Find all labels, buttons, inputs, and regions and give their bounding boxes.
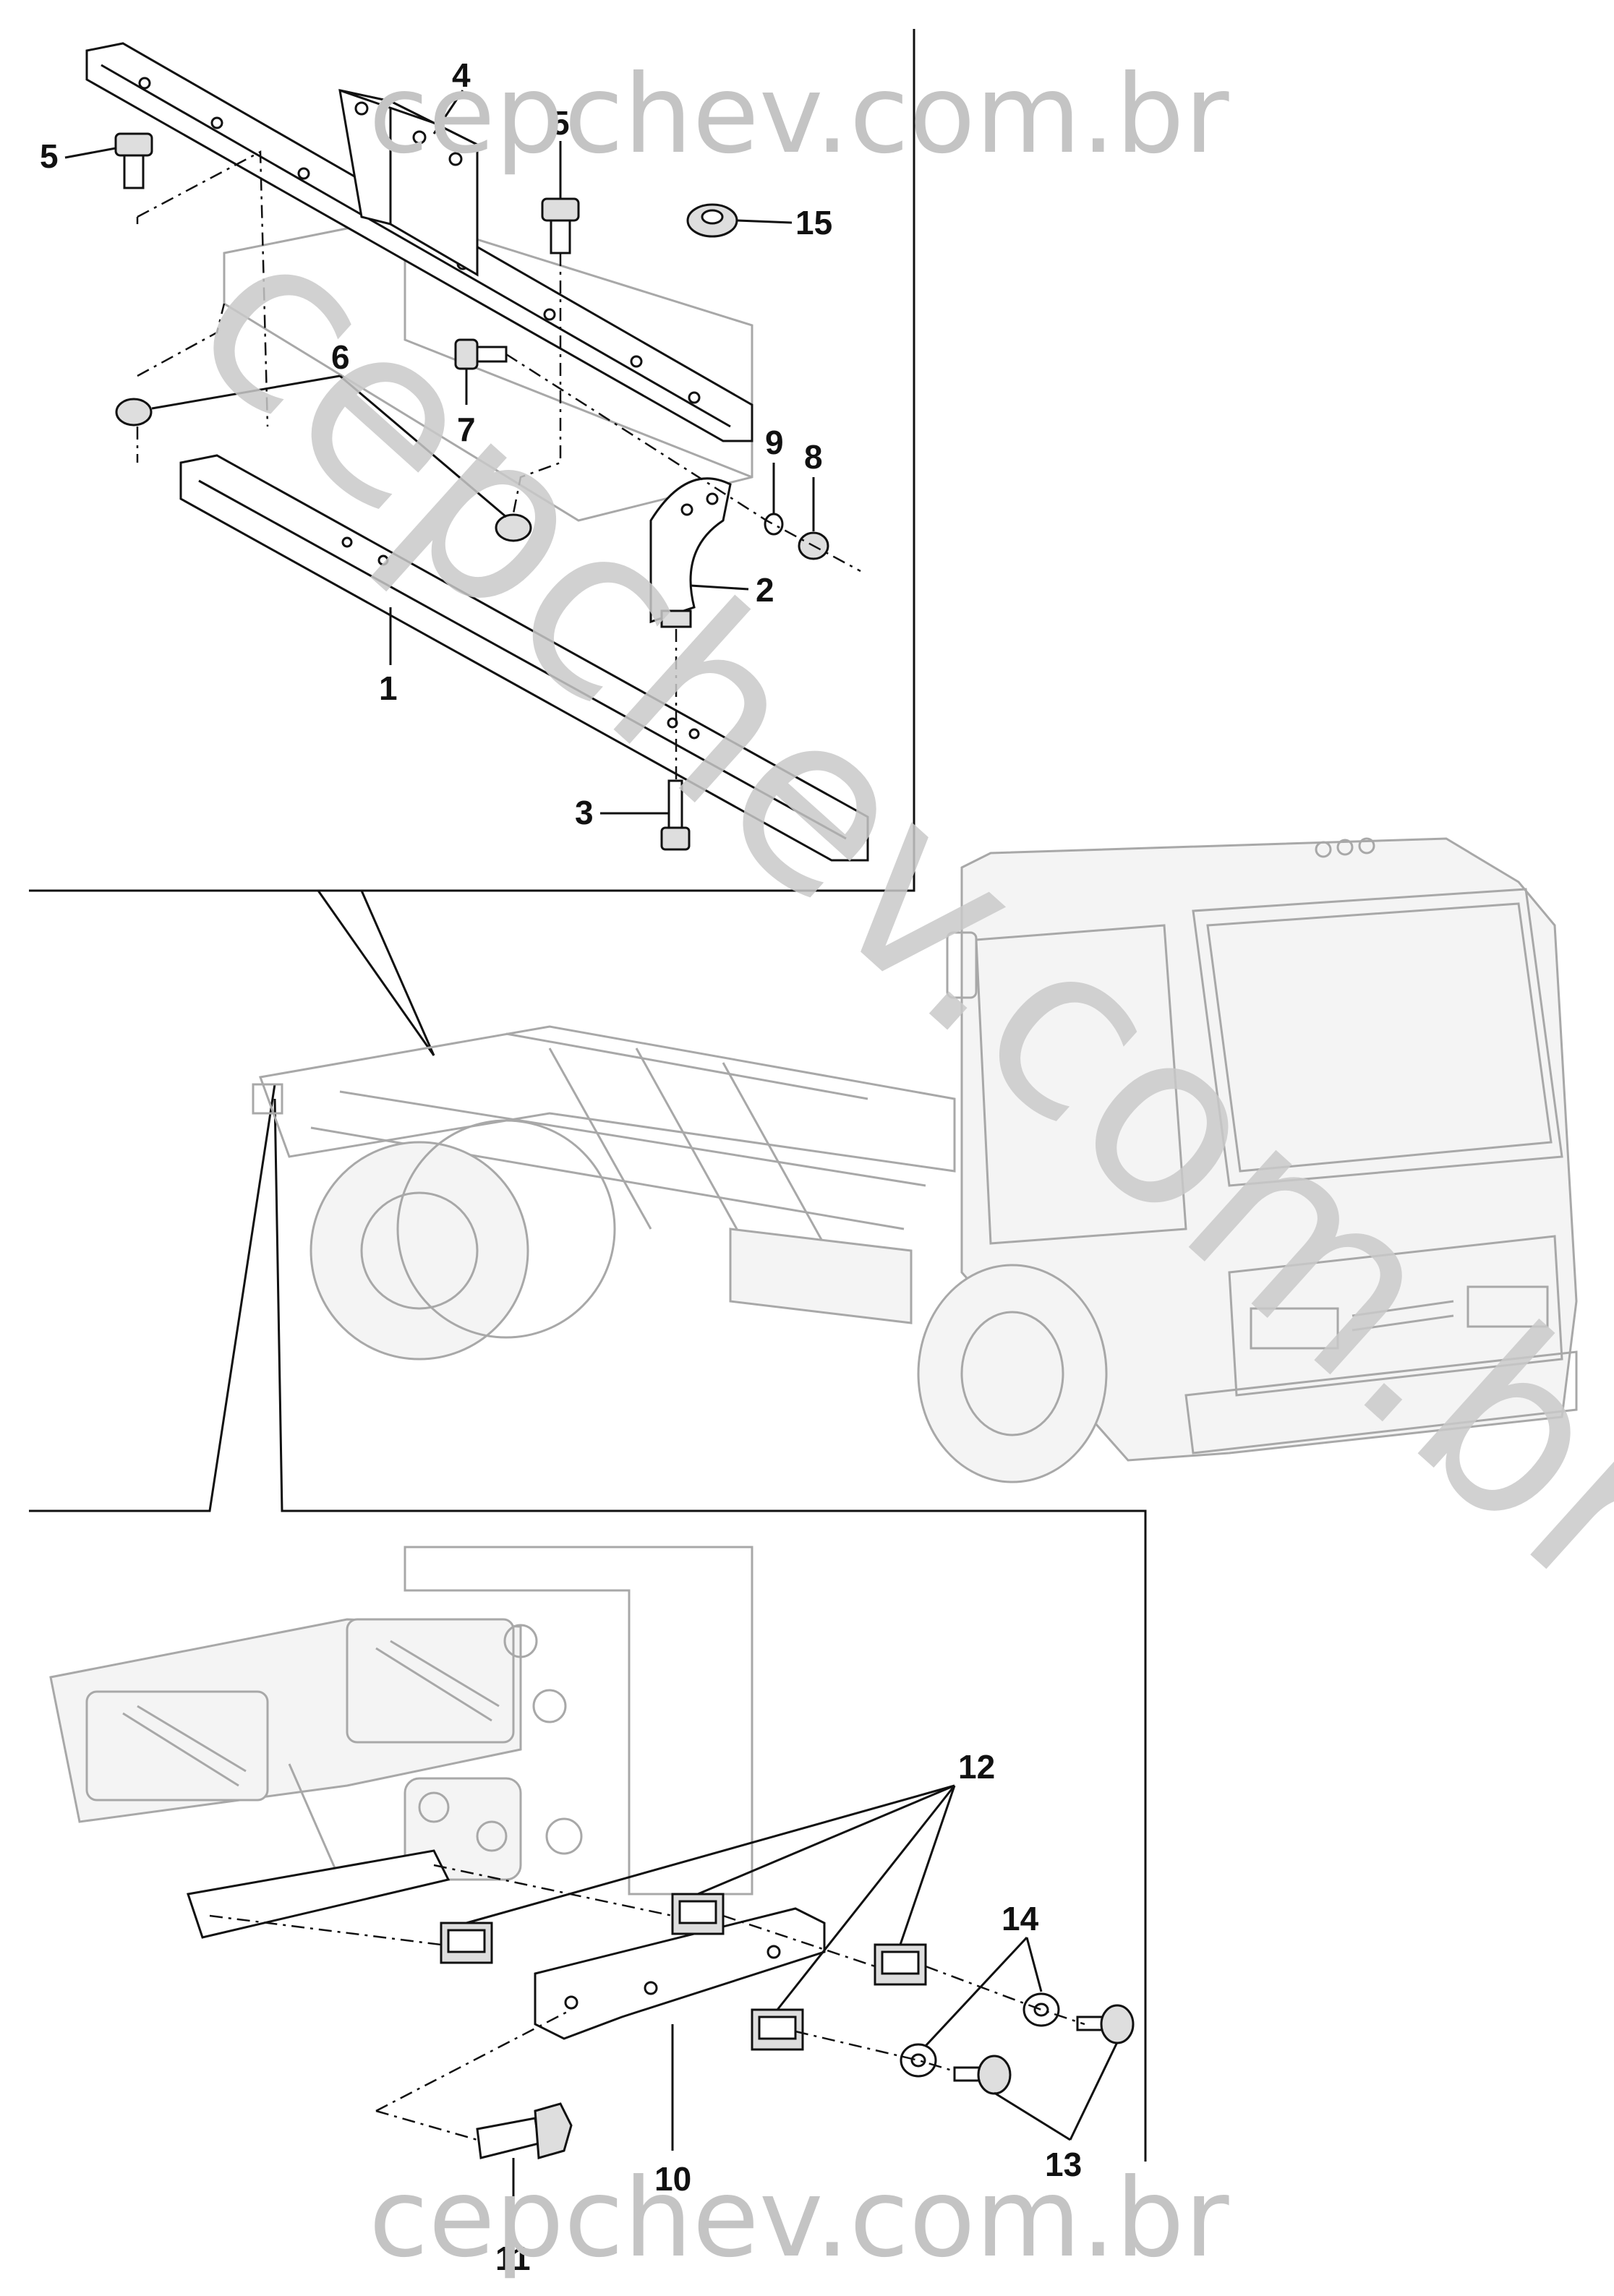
truck-illustration: [252, 837, 1578, 1483]
bolt-5-left: [114, 132, 153, 189]
callout-13: 13: [1045, 2146, 1082, 2183]
callout-9: 9: [765, 424, 784, 461]
callout-5-left: 5: [40, 137, 59, 175]
callout-labels: 5 4 5 15 6 7 9 8 2 1 3 12 14 10 13 11: [40, 56, 1082, 2277]
part-12-clip-c: [751, 2008, 804, 2051]
callout-8: 8: [804, 438, 823, 476]
nut-6-left: [115, 398, 153, 427]
callout-2: 2: [756, 571, 774, 609]
screw-13-a: [1076, 2004, 1135, 2044]
callout-5-right: 5: [551, 104, 570, 142]
part-2-plate: [649, 477, 732, 628]
part-12-clip-d: [874, 1943, 927, 1986]
leader-lines: [64, 90, 1119, 2234]
callout-7: 7: [457, 411, 476, 448]
bolt-3: [660, 779, 691, 851]
nut-15: [686, 203, 738, 238]
part-12-clip-b: [671, 1893, 725, 1935]
washer-14-a: [1022, 1992, 1060, 2027]
bottom-inset-frame: [29, 1084, 1147, 2162]
part-12-clip-a: [440, 1922, 493, 1964]
top-inset-frame: [29, 29, 915, 1056]
part-1-lower-rail: [179, 454, 869, 862]
bolt-5-right: [541, 197, 580, 254]
callout-1: 1: [379, 669, 398, 707]
callout-6: 6: [331, 338, 350, 376]
callout-4: 4: [452, 56, 471, 94]
callout-14: 14: [1002, 1900, 1039, 1937]
watermark-bottom: cepchev.com.br: [369, 2156, 1229, 2282]
washer-14-b: [900, 2043, 937, 2078]
screw-13-b: [953, 2055, 1012, 2095]
washer-9: [764, 513, 784, 536]
part-4-bracket: [338, 89, 479, 277]
nut-6-right: [495, 513, 532, 542]
callout-12: 12: [958, 1748, 995, 1786]
callout-10: 10: [654, 2160, 691, 2198]
callout-3: 3: [575, 794, 594, 831]
watermark-top: cepchev.com.br: [369, 52, 1229, 178]
bottom-inset-parts: [49, 1546, 1135, 2159]
top-inset-parts: [85, 42, 869, 862]
callout-11: 11: [495, 2240, 531, 2277]
callout-15: 15: [795, 204, 832, 241]
bolt-11: [476, 2102, 573, 2159]
